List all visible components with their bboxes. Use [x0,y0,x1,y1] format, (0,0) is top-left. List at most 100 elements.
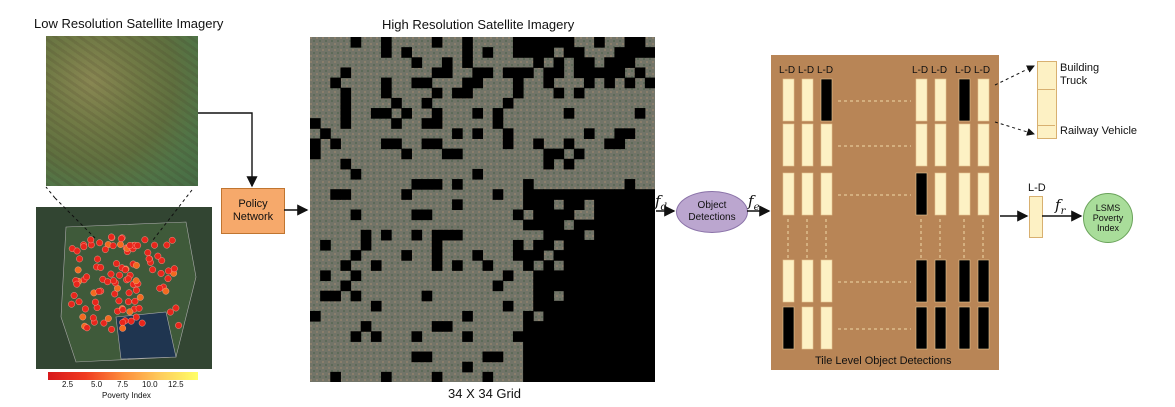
masked-cell [594,310,605,322]
tile-vector [977,259,990,303]
masked-cell [330,189,341,200]
masked-cell [644,341,655,353]
masked-cell [320,239,331,251]
masked-cell [624,229,636,241]
masked-cell [543,270,555,282]
masked-cell [502,300,514,312]
masked-cell [583,219,595,231]
masked-cell [573,87,585,99]
poverty-point [73,280,81,288]
masked-cell [330,138,341,150]
masked-cell [563,229,575,241]
masked-cell [533,361,544,373]
masked-cell [533,331,544,342]
poverty-point [104,315,112,322]
masked-cell [543,310,555,322]
masked-cell [452,87,463,99]
masked-cell [553,361,565,373]
masked-cell [644,229,655,241]
policy-network-box: Policy Network [221,188,285,234]
masked-cell [401,250,412,261]
masked-cell [644,270,655,282]
masked-cell [340,97,352,109]
masked-cell [533,351,544,363]
tile-vector [915,123,928,167]
masked-cell [543,77,555,89]
tile-grid-svg [782,78,990,350]
masked-cell [482,260,494,271]
masked-cell [370,300,382,312]
masked-cell [441,321,453,332]
masked-cell [594,331,605,342]
masked-cell [583,300,595,312]
tile-vector [977,123,990,167]
poverty-point [81,305,89,313]
masked-cell [512,77,524,89]
poverty-point [151,241,158,249]
masked-cell [583,341,595,353]
masked-cell [441,148,453,160]
masked-cell [320,128,331,139]
masked-cell [563,310,575,322]
masked-cell [614,219,626,231]
masked-cell [421,97,433,109]
masked-cell [533,57,544,68]
tile-vector [782,78,795,122]
masked-cell [350,209,362,221]
low-res-title: Low Resolution Satellite Imagery [34,16,224,31]
masked-cell [452,229,463,241]
masked-cell [573,300,585,312]
masked-cell [543,351,555,363]
tile-vector [782,259,795,303]
masked-cell [411,57,423,68]
column-header-ld: L-D [798,65,815,76]
masked-cell [624,77,636,89]
masked-cell [644,189,655,200]
masked-cell [624,290,636,302]
masked-cell [431,250,443,261]
poverty-point [115,297,123,305]
masked-cell [381,77,392,89]
masked-cell [563,250,575,261]
masked-cell [441,57,453,68]
poverty-point [156,284,164,292]
masked-cell [492,280,504,292]
masked-cell [563,47,575,58]
masked-cell [583,310,595,322]
masked-cell [614,341,626,353]
masked-cell [523,250,534,261]
masked-cell [583,351,595,363]
masked-cell [553,229,565,241]
poverty-point [113,260,120,267]
masked-cell [563,37,575,48]
masked-cell [573,321,585,332]
masked-cell [320,270,331,282]
masked-cell [604,239,615,251]
masked-cell [594,260,605,271]
masked-cell [563,138,575,150]
masked-cell [381,47,392,58]
poverty-point [97,264,105,271]
masked-cell [340,158,352,170]
masked-cell [634,361,646,373]
poverty-point [172,304,180,312]
masked-cell [634,239,646,251]
poverty-point [164,275,172,283]
poverty-point [126,241,134,249]
poverty-point [132,313,140,321]
masked-cell [553,300,565,312]
policy-network-label: Policy Network [232,198,274,223]
masked-cell [594,321,605,332]
masked-cell [553,280,565,292]
masked-cell [604,229,615,241]
masked-cell [320,290,331,302]
poverty-point [119,306,127,314]
tile-vector [801,259,814,303]
tile-level-label: Tile Level Object Detections [815,355,952,367]
masked-cell [553,331,565,342]
masked-cell [583,77,595,89]
poverty-point [100,319,108,327]
masked-cell [573,351,585,363]
masked-cell [482,47,494,58]
tile-vector [958,172,971,216]
